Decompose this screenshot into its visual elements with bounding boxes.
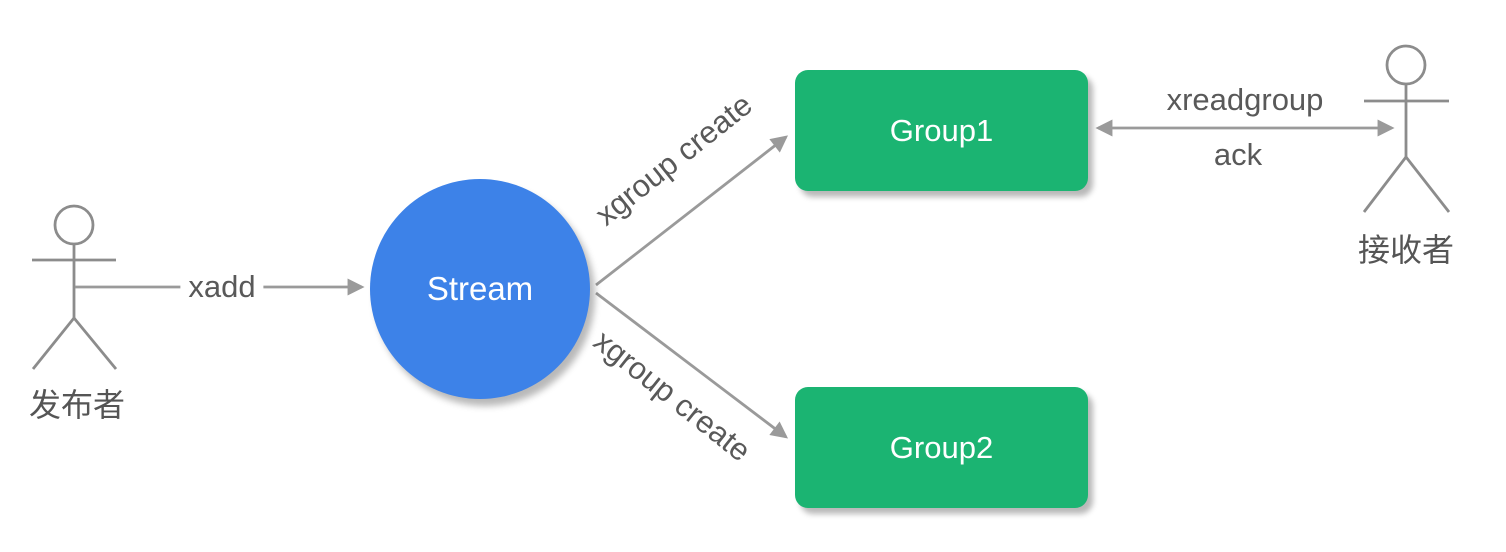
- publisher-head: [53, 204, 95, 246]
- group1-label: Group1: [889, 112, 994, 148]
- publisher-leg-left: [31, 317, 76, 370]
- group1-node: Group1: [795, 70, 1088, 191]
- receiver-stick-figure-icon: [1362, 44, 1451, 213]
- xreadgroup-edge-label: xreadgroup: [1166, 82, 1324, 117]
- receiver-leg-left: [1362, 156, 1408, 213]
- group2-node: Group2: [795, 387, 1088, 508]
- stream-label: Stream: [426, 270, 534, 307]
- publisher-leg-right: [72, 317, 118, 370]
- group2-label: Group2: [889, 429, 994, 465]
- xadd-edge-label: xadd: [180, 269, 264, 305]
- publisher-label: 发布者: [28, 387, 126, 423]
- receiver-head: [1385, 44, 1427, 86]
- receiver-leg-right: [1404, 156, 1451, 213]
- publisher-stick-figure-icon: [31, 204, 118, 370]
- xgroup-create-arrow-top: [595, 135, 789, 287]
- xgroup-create-arrow-bottom: [595, 291, 789, 439]
- receiver-label: 接收者: [1357, 232, 1455, 268]
- ack-edge-label: ack: [1213, 137, 1263, 172]
- stream-node: Stream: [370, 179, 590, 399]
